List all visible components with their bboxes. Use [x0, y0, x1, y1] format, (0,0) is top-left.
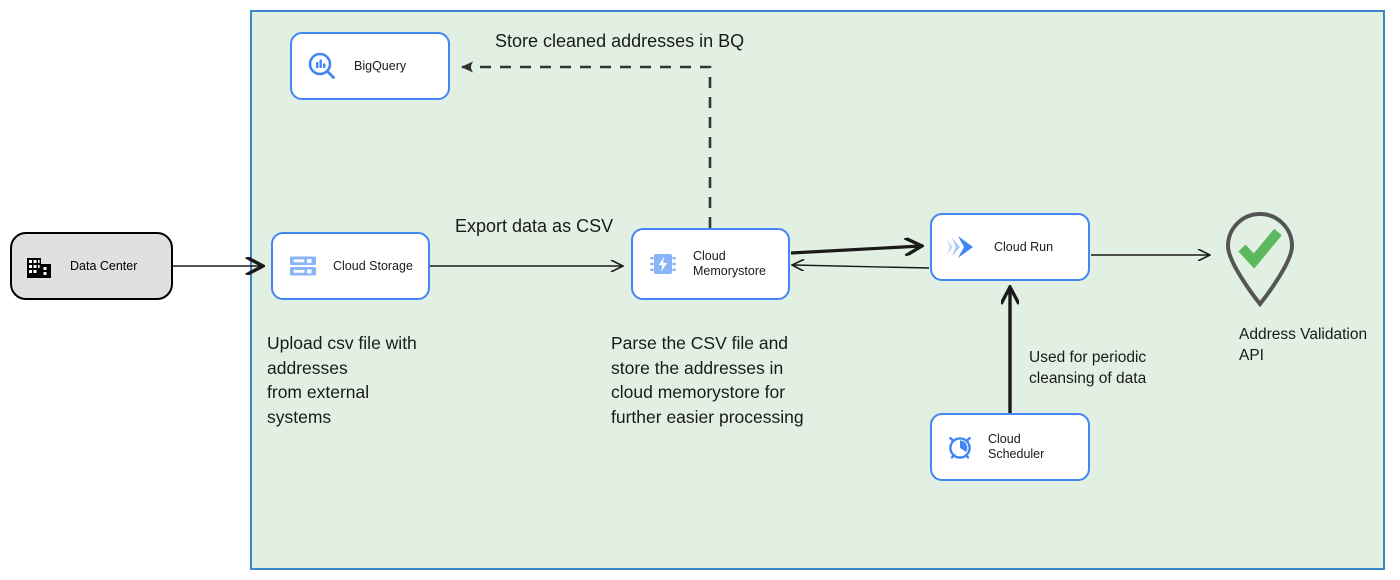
cloud-storage-icon: [287, 250, 319, 282]
node-cloud-memorystore[interactable]: Cloud Memorystore: [631, 228, 790, 300]
edge-label-store-cleaned: Store cleaned addresses in BQ: [495, 31, 745, 51]
google-cloud-boundary-panel: [250, 10, 1385, 570]
cloud-scheduler-icon: [944, 431, 976, 463]
node-label: BigQuery: [354, 58, 407, 73]
node-data-center[interactable]: Data Center: [10, 232, 173, 300]
edge-label-export-csv: Export data as CSV: [455, 216, 614, 236]
map-pin-check-icon: [1218, 212, 1302, 312]
bigquery-icon: [306, 50, 338, 82]
caption-upload-csv: Upload csv file with addresses from exte…: [267, 333, 417, 427]
caption-parse-csv: Parse the CSV file and store the address…: [611, 333, 804, 427]
node-label: Cloud Scheduler: [988, 432, 1045, 461]
node-label: Cloud Run: [994, 239, 1054, 254]
node-bigquery[interactable]: BigQuery: [290, 32, 450, 100]
cloud-memorystore-icon: [647, 248, 679, 280]
node-cloud-storage[interactable]: Cloud Storage: [271, 232, 430, 300]
address-validation-api-label: Address Validation API: [1239, 326, 1368, 364]
node-label: Data Center: [70, 258, 138, 273]
edge-label-periodic-cleansing: Used for periodic cleansing of data: [1029, 349, 1147, 387]
node-label: Cloud Storage: [333, 258, 413, 273]
node-cloud-scheduler[interactable]: Cloud Scheduler: [930, 413, 1090, 481]
datacenter-icon: [24, 251, 54, 281]
node-label: Cloud Memorystore: [693, 249, 766, 278]
node-cloud-run[interactable]: Cloud Run: [930, 213, 1090, 281]
cloud-run-icon: [946, 232, 980, 262]
node-address-validation-api[interactable]: [1218, 208, 1302, 308]
